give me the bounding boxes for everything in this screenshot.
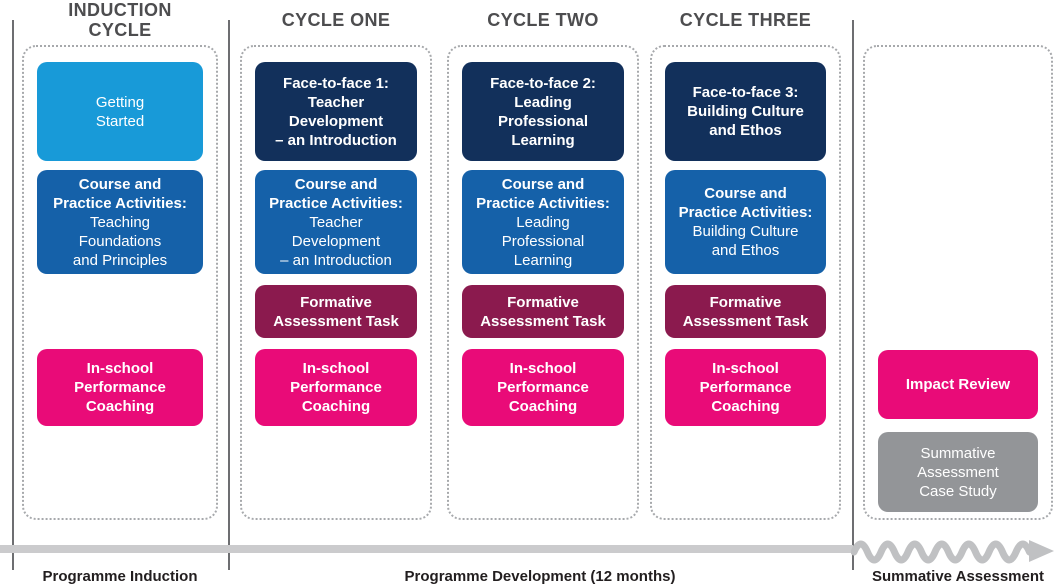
in-school-coaching-label: In-school Performance Coaching — [290, 360, 382, 415]
wavy-arrow-icon — [851, 540, 1054, 564]
course-activities-topic: Teacher Development – an Introduction — [280, 213, 392, 269]
programme-development-label: Programme Development (12 months) — [404, 568, 676, 585]
course-activities-heading: Course and Practice Activities: — [476, 175, 610, 212]
formative-assessment-box: Formative Assessment Task — [462, 285, 624, 338]
course-activities-heading: Course and Practice Activities: — [269, 175, 403, 212]
column-header-cycle-one: CYCLE ONE — [281, 10, 391, 30]
formative-assessment-box: Formative Assessment Task — [665, 285, 826, 338]
face-to-face-2-label: Face-to-face 2: Leading Professional Lea… — [490, 74, 596, 149]
impact-review-box: Impact Review — [878, 350, 1038, 419]
induction-cycle-panel: Getting Started Course and Practice Acti… — [22, 45, 218, 520]
course-activities-heading: Course and Practice Activities: — [678, 185, 813, 221]
summative-case-study-label: Summative Assessment Case Study — [917, 444, 999, 500]
cycle-three-panel: Face-to-face 3: Building Culture and Eth… — [650, 45, 841, 520]
course-activities-topic: Building Culture and Ethos — [692, 223, 799, 259]
face-to-face-3-label: Face-to-face 3: Building Culture and Eth… — [687, 84, 804, 139]
course-activities-box: Course and Practice Activities: Leading … — [462, 170, 624, 274]
formative-assessment-label: Formative Assessment Task — [682, 293, 809, 330]
formative-assessment-box: Formative Assessment Task — [255, 285, 417, 338]
formative-assessment-label: Formative Assessment Task — [480, 293, 606, 330]
programme-induction-label: Programme Induction — [42, 568, 198, 585]
course-activities-topic: Leading Professional Learning — [501, 213, 585, 269]
getting-started-label: Getting Started — [95, 93, 145, 130]
in-school-coaching-box: In-school Performance Coaching — [462, 349, 624, 426]
divider-line-middle — [228, 20, 230, 570]
course-activities-box: Course and Practice Activities: Teacher … — [255, 170, 417, 274]
face-to-face-1-box: Face-to-face 1: Teacher Development – an… — [255, 62, 417, 161]
formative-assessment-label: Formative Assessment Task — [273, 293, 399, 330]
impact-review-label: Impact Review — [905, 376, 1011, 393]
timeline-bar — [0, 545, 853, 553]
divider-line-left — [12, 20, 14, 570]
getting-started-box: Getting Started — [37, 62, 203, 161]
column-header-cycle-three: CYCLE THREE — [679, 10, 812, 30]
course-activities-box: Course and Practice Activities: Teaching… — [37, 170, 203, 274]
summative-assessment-panel: Impact Review Summative Assessment Case … — [863, 45, 1053, 520]
in-school-coaching-box: In-school Performance Coaching — [665, 349, 826, 426]
summative-assessment-label: Summative Assessment — [871, 568, 1045, 585]
in-school-coaching-label: In-school Performance Coaching — [699, 360, 792, 415]
face-to-face-3-box: Face-to-face 3: Building Culture and Eth… — [665, 62, 826, 161]
divider-line-right — [852, 20, 854, 570]
face-to-face-1-label: Face-to-face 1: Teacher Development – an… — [275, 74, 397, 149]
course-activities-topic: Teaching Foundations and Principles — [72, 213, 168, 269]
in-school-coaching-label: In-school Performance Coaching — [497, 360, 589, 415]
in-school-coaching-box: In-school Performance Coaching — [37, 349, 203, 426]
course-activities-heading: Course and Practice Activities: — [53, 175, 187, 212]
column-header-induction-cycle: INDUCTION CYCLE — [68, 0, 172, 40]
column-header-cycle-two: CYCLE TWO — [487, 10, 599, 30]
in-school-coaching-label: In-school Performance Coaching — [74, 360, 166, 415]
in-school-coaching-box: In-school Performance Coaching — [255, 349, 417, 426]
face-to-face-2-box: Face-to-face 2: Leading Professional Lea… — [462, 62, 624, 161]
course-activities-box: Course and Practice Activities: Building… — [665, 170, 826, 274]
cycle-one-panel: Face-to-face 1: Teacher Development – an… — [240, 45, 432, 520]
summative-case-study-box: Summative Assessment Case Study — [878, 432, 1038, 512]
cycle-two-panel: Face-to-face 2: Leading Professional Lea… — [447, 45, 639, 520]
